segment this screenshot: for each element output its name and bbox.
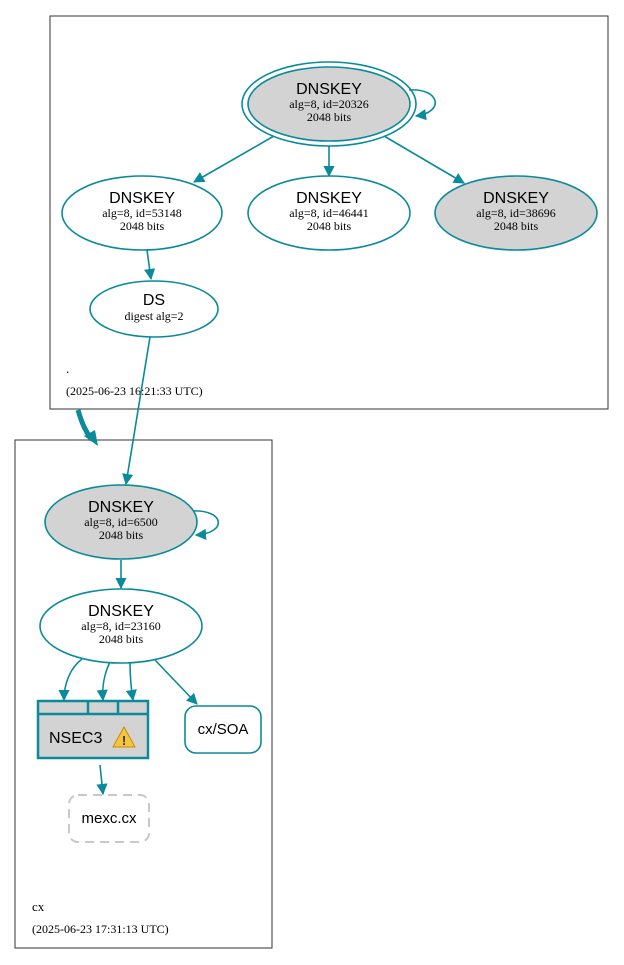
cx-zsk-title: DNSKEY bbox=[88, 603, 154, 620]
edge-ksk-zsk1 bbox=[193, 135, 275, 183]
root-ksk-node[interactable]: DNSKEY alg=8, id=20326 2048 bits bbox=[241, 61, 417, 147]
root-zsk3-title: DNSKEY bbox=[483, 190, 549, 207]
edge-ds-cx-ksk bbox=[122, 336, 151, 486]
edge-zsk1-ds bbox=[144, 249, 156, 281]
cx-zone-label: cx bbox=[32, 899, 45, 914]
edge-ksk-zsk3 bbox=[383, 135, 465, 184]
cx-nsec3-title: NSEC3 bbox=[49, 730, 102, 747]
cx-ksk-title: DNSKEY bbox=[88, 499, 154, 516]
root-ksk-line1: alg=8, id=20326 bbox=[289, 97, 369, 111]
root-zone-label: . bbox=[66, 361, 69, 376]
edge-root-ksk-self bbox=[408, 89, 436, 121]
root-zone-box bbox=[49, 15, 609, 410]
cx-ksk-line2: 2048 bits bbox=[99, 528, 144, 542]
cx-zsk-line1: alg=8, id=23160 bbox=[81, 619, 161, 633]
cx-zsk-line2: 2048 bits bbox=[99, 632, 144, 646]
svg-text:!: ! bbox=[122, 733, 126, 748]
root-ds-node[interactable]: DS digest alg=2 bbox=[89, 280, 219, 338]
root-ksk-title: DNSKEY bbox=[296, 81, 362, 98]
root-ksk-line2: 2048 bits bbox=[307, 110, 352, 124]
root-zsk3-line1: alg=8, id=38696 bbox=[476, 206, 556, 220]
edge-zsk-soa bbox=[154, 659, 198, 705]
cx-zone-cluster: cx (2025-06-23 17:31:13 UTC) bbox=[14, 439, 273, 949]
root-zsk2-line1: alg=8, id=46441 bbox=[289, 206, 369, 220]
delegation-arrow bbox=[75, 409, 98, 446]
root-zsk1-title: DNSKEY bbox=[109, 190, 175, 207]
edge-zsk-nsec3-b bbox=[96, 661, 111, 702]
root-zone-cluster: . (2025-06-23 16:21:33 UTC) bbox=[49, 15, 609, 410]
cx-zone-box bbox=[14, 439, 273, 949]
cx-nsec3-node[interactable]: NSEC3 ! bbox=[36, 699, 150, 760]
cx-query-node[interactable]: mexc.cx bbox=[68, 794, 150, 843]
cx-soa-title: cx/SOA bbox=[198, 721, 249, 738]
cx-query-title: mexc.cx bbox=[81, 810, 137, 827]
root-zsk3-line2: 2048 bits bbox=[494, 219, 539, 233]
edge-cx-ksk-self bbox=[190, 510, 220, 540]
root-zsk1-line2: 2048 bits bbox=[120, 219, 165, 233]
root-ds-title: DS bbox=[143, 292, 165, 309]
root-zsk2-title: DNSKEY bbox=[296, 190, 362, 207]
warning-icon: ! bbox=[112, 725, 136, 748]
root-zsk1-line1: alg=8, id=53148 bbox=[102, 206, 182, 220]
cx-zsk-node[interactable]: DNSKEY alg=8, id=23160 2048 bits bbox=[39, 588, 203, 664]
edge-nsec3-query bbox=[96, 764, 108, 796]
edge-zsk-nsec3-c bbox=[125, 661, 137, 702]
root-zsk3-node[interactable]: DNSKEY alg=8, id=38696 2048 bits bbox=[434, 175, 598, 251]
edge-zsk-nsec3-a bbox=[58, 658, 83, 702]
root-zsk2-line2: 2048 bits bbox=[307, 219, 352, 233]
root-ds-line1: digest alg=2 bbox=[124, 309, 183, 323]
cx-ksk-line1: alg=8, id=6500 bbox=[84, 515, 158, 529]
cx-soa-node[interactable]: cx/SOA bbox=[184, 705, 262, 754]
root-zsk1-node[interactable]: DNSKEY alg=8, id=53148 2048 bits bbox=[61, 175, 223, 251]
root-zone-timestamp: (2025-06-23 16:21:33 UTC) bbox=[66, 384, 203, 398]
edges bbox=[58, 89, 465, 796]
root-zsk2-node[interactable]: DNSKEY alg=8, id=46441 2048 bits bbox=[247, 175, 411, 251]
cx-zone-timestamp: (2025-06-23 17:31:13 UTC) bbox=[32, 922, 169, 936]
cx-ksk-node[interactable]: DNSKEY alg=8, id=6500 2048 bits bbox=[44, 484, 198, 560]
